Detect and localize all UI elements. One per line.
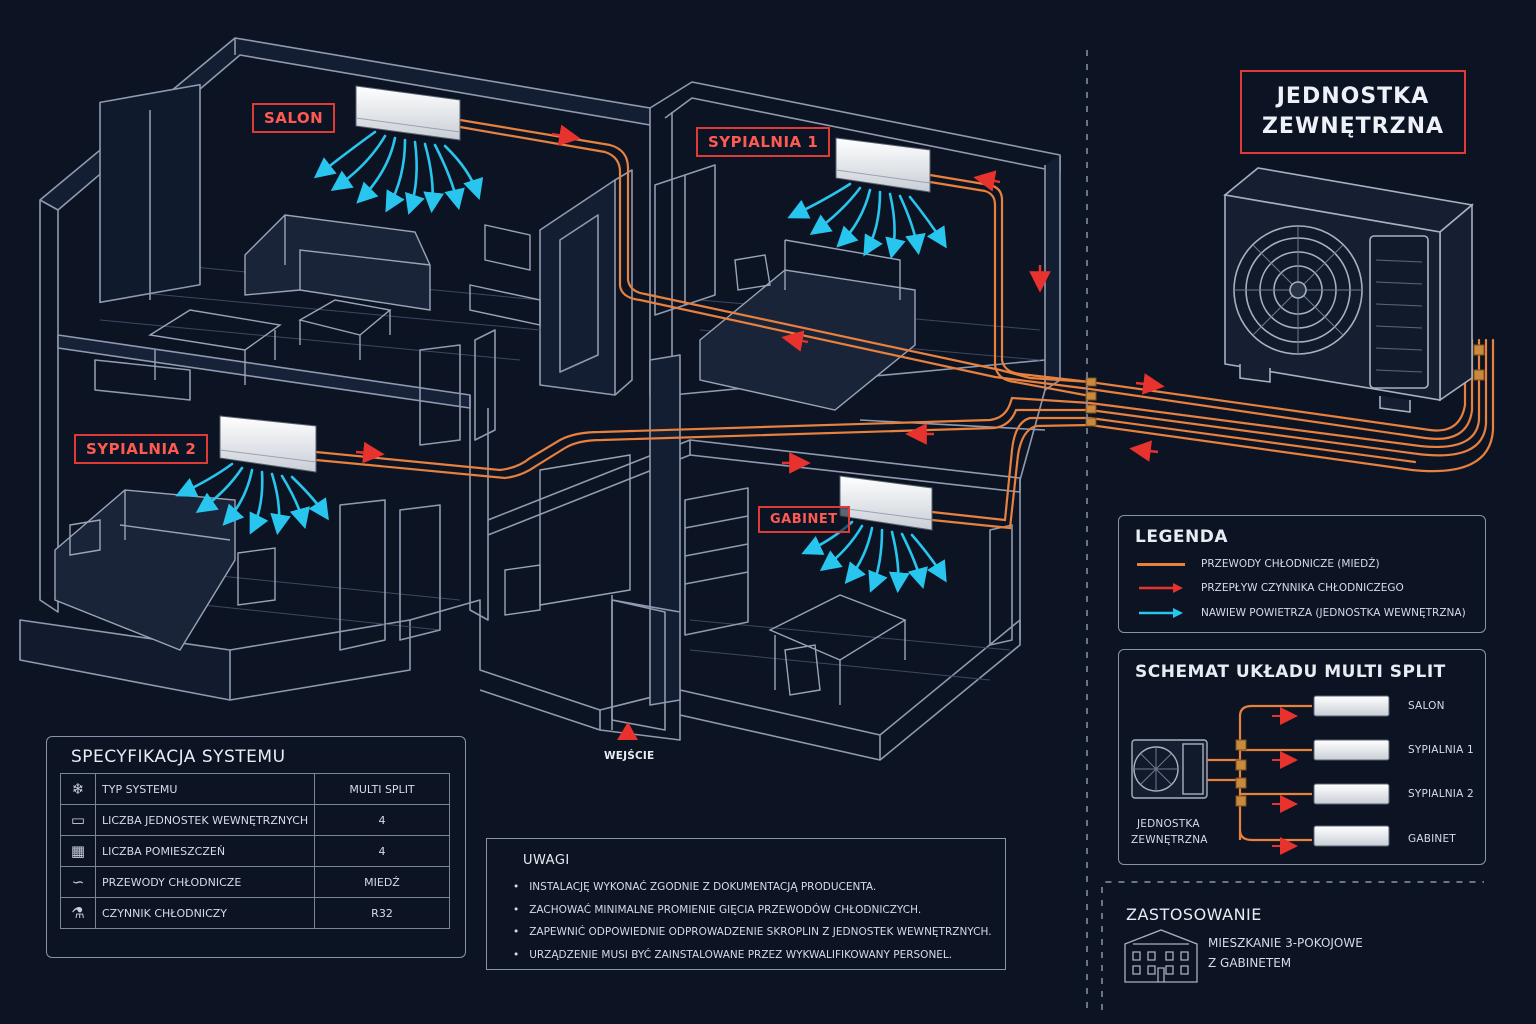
indoor-unit-icon: ▭ [60, 804, 96, 836]
table-row: ❄ TYP SYSTEMU MULTI SPLIT [60, 773, 450, 805]
schematic-drawing [1131, 695, 1390, 855]
specification-table: ❄ TYP SYSTEMU MULTI SPLIT ▭ LICZBA JEDNO… [60, 773, 450, 929]
spec-value: R32 [314, 897, 450, 929]
room-label-salon: SALON [252, 103, 336, 133]
application-line1: MIESZKANIE 3-POKOJOWE [1208, 936, 1363, 950]
table-row: ⚗ CZYNNIK CHŁODNICZY R32 [60, 897, 450, 929]
refrigerant-bottle-icon: ⚗ [60, 897, 96, 929]
application-title: ZASTOSOWANIE [1126, 905, 1262, 924]
schematic-outdoor-unit [1131, 739, 1208, 799]
schematic-unit-label-sypialnia1: SYPIALNIA 1 [1408, 744, 1474, 756]
notes-list: INSTALACJĘ WYKONAĆ ZGODNIE Z DOKUMENTACJ… [513, 876, 992, 967]
notes-title: UWAGI [523, 853, 570, 868]
table-row: ▭ LICZBA JEDNOSTEK WEWNĘTRZNYCH 4 [60, 804, 450, 836]
room-label-sypialnia1: SYPIALNIA 1 [696, 127, 831, 157]
entrance-marker [617, 722, 638, 740]
indoor-unit-sypialnia1 [835, 137, 931, 193]
application-panel-border [1101, 881, 1484, 1010]
outdoor-unit-title-line1: JEDNOSTKA [1276, 84, 1430, 109]
snowflake-icon: ❄ [60, 773, 96, 805]
airflow-salon [313, 130, 484, 215]
list-item: URZĄDZENIE MUSI BYĆ ZAINSTALOWANE PRZEZ … [513, 944, 992, 967]
list-item: ZAPEWNIĆ ODPOWIEDNIE ODPROWADZENIE SKROP… [513, 921, 991, 944]
entrance-label: WEJŚCIE [604, 750, 655, 762]
outdoor-unit-title-line2: ZEWNĘTRZNA [1261, 114, 1445, 139]
refrigerant-pipes [314, 118, 1495, 530]
refrigerant-flow-arrows [355, 124, 1165, 474]
furniture [54, 214, 916, 705]
table-row: ▦ LICZBA POMIESZCZEŃ 4 [60, 835, 450, 867]
legend-item-airflow: NAWIEW POWIETRZA (JEDNOSTKA WEWNĘTRZNA) [1137, 604, 1466, 622]
spec-key: TYP SYSTEMU [95, 773, 315, 805]
legend-item-label: PRZEWODY CHŁODNICZE (MIEDŹ) [1201, 558, 1380, 570]
schematic-unit-label-salon: SALON [1408, 700, 1445, 712]
notes-panel: UWAGI INSTALACJĘ WYKONAĆ ZGODNIE Z DOKUM… [486, 838, 1006, 970]
legend-title: LEGENDA [1135, 527, 1229, 547]
room-label-sypialnia2: SYPIALNIA 2 [74, 434, 209, 464]
specification-panel: SPECYFIKACJA SYSTEMU ❄ TYP SYSTEMU MULTI… [46, 736, 466, 958]
spec-key: LICZBA POMIESZCZEŃ [95, 835, 315, 867]
apartment-building-icon [1124, 929, 1198, 983]
spec-key: PRZEWODY CHŁODNICZE [95, 866, 315, 898]
legend-item-label: NAWIEW POWIETRZA (JEDNOSTKA WEWNĘTRZNA) [1201, 607, 1466, 619]
pipe-icon: ∽ [60, 866, 96, 898]
spec-value: MULTI SPLIT [314, 773, 450, 805]
indoor-unit-sypialnia2 [219, 415, 317, 473]
schematic-panel: SCHEMAT UKŁADU MULTI SPLIT [1118, 649, 1486, 865]
legend-item-flow: PRZEPŁYW CZYNNIKA CHŁODNICZEGO [1137, 579, 1404, 597]
list-item: ZACHOWAĆ MINIMALNE PROMIENIE GIĘCIA PRZE… [513, 899, 992, 922]
schematic-outdoor-label-line2: ZEWNĘTRZNA [1131, 834, 1208, 846]
indoor-unit-gabinet [839, 475, 933, 531]
indoor-unit-salon [355, 85, 461, 141]
cyan-arrow-icon [1137, 607, 1185, 618]
schematic-unit-label-sypialnia2: SYPIALNIA 2 [1408, 788, 1474, 800]
legend-item-pipes: PRZEWODY CHŁODNICZE (MIEDŹ) [1137, 555, 1380, 573]
table-row: ∽ PRZEWODY CHŁODNICZE MIEDŹ [60, 866, 450, 898]
schematic-outdoor-label-line1: JEDNOSTKA [1137, 818, 1200, 830]
spec-key: CZYNNIK CHŁODNICZY [95, 897, 315, 929]
pipe-line-swatch [1137, 562, 1185, 566]
list-item: INSTALACJĘ WYKONAĆ ZGODNIE Z DOKUMENTACJ… [513, 876, 992, 899]
specification-title: SPECYFIKACJA SYSTEMU [71, 747, 286, 767]
outdoor-unit-title: JEDNOSTKA ZEWNĘTRZNA [1240, 70, 1466, 154]
schematic-unit-label-gabinet: GABINET [1408, 833, 1456, 845]
application-line2: Z GABINETEM [1208, 956, 1292, 970]
room-grid-icon: ▦ [60, 835, 96, 867]
red-arrow-icon [1137, 582, 1185, 593]
spec-key: LICZBA JEDNOSTEK WEWNĘTRZNYCH [95, 804, 315, 836]
spec-value: 4 [314, 835, 450, 867]
room-label-gabinet: GABINET [758, 506, 850, 533]
airflow-sypialnia1 [787, 182, 947, 260]
spec-value: MIEDŹ [314, 866, 450, 898]
outdoor-unit [1223, 167, 1474, 413]
schematic-title: SCHEMAT UKŁADU MULTI SPLIT [1135, 662, 1446, 682]
legend-panel: LEGENDA PRZEWODY CHŁODNICZE (MIEDŹ) PRZE… [1118, 515, 1486, 633]
apartment-walls [19, 37, 1061, 761]
spec-value: 4 [314, 804, 450, 836]
airflow-sypialnia2 [175, 462, 329, 536]
legend-item-label: PRZEPŁYW CZYNNIKA CHŁODNICZEGO [1201, 582, 1404, 594]
